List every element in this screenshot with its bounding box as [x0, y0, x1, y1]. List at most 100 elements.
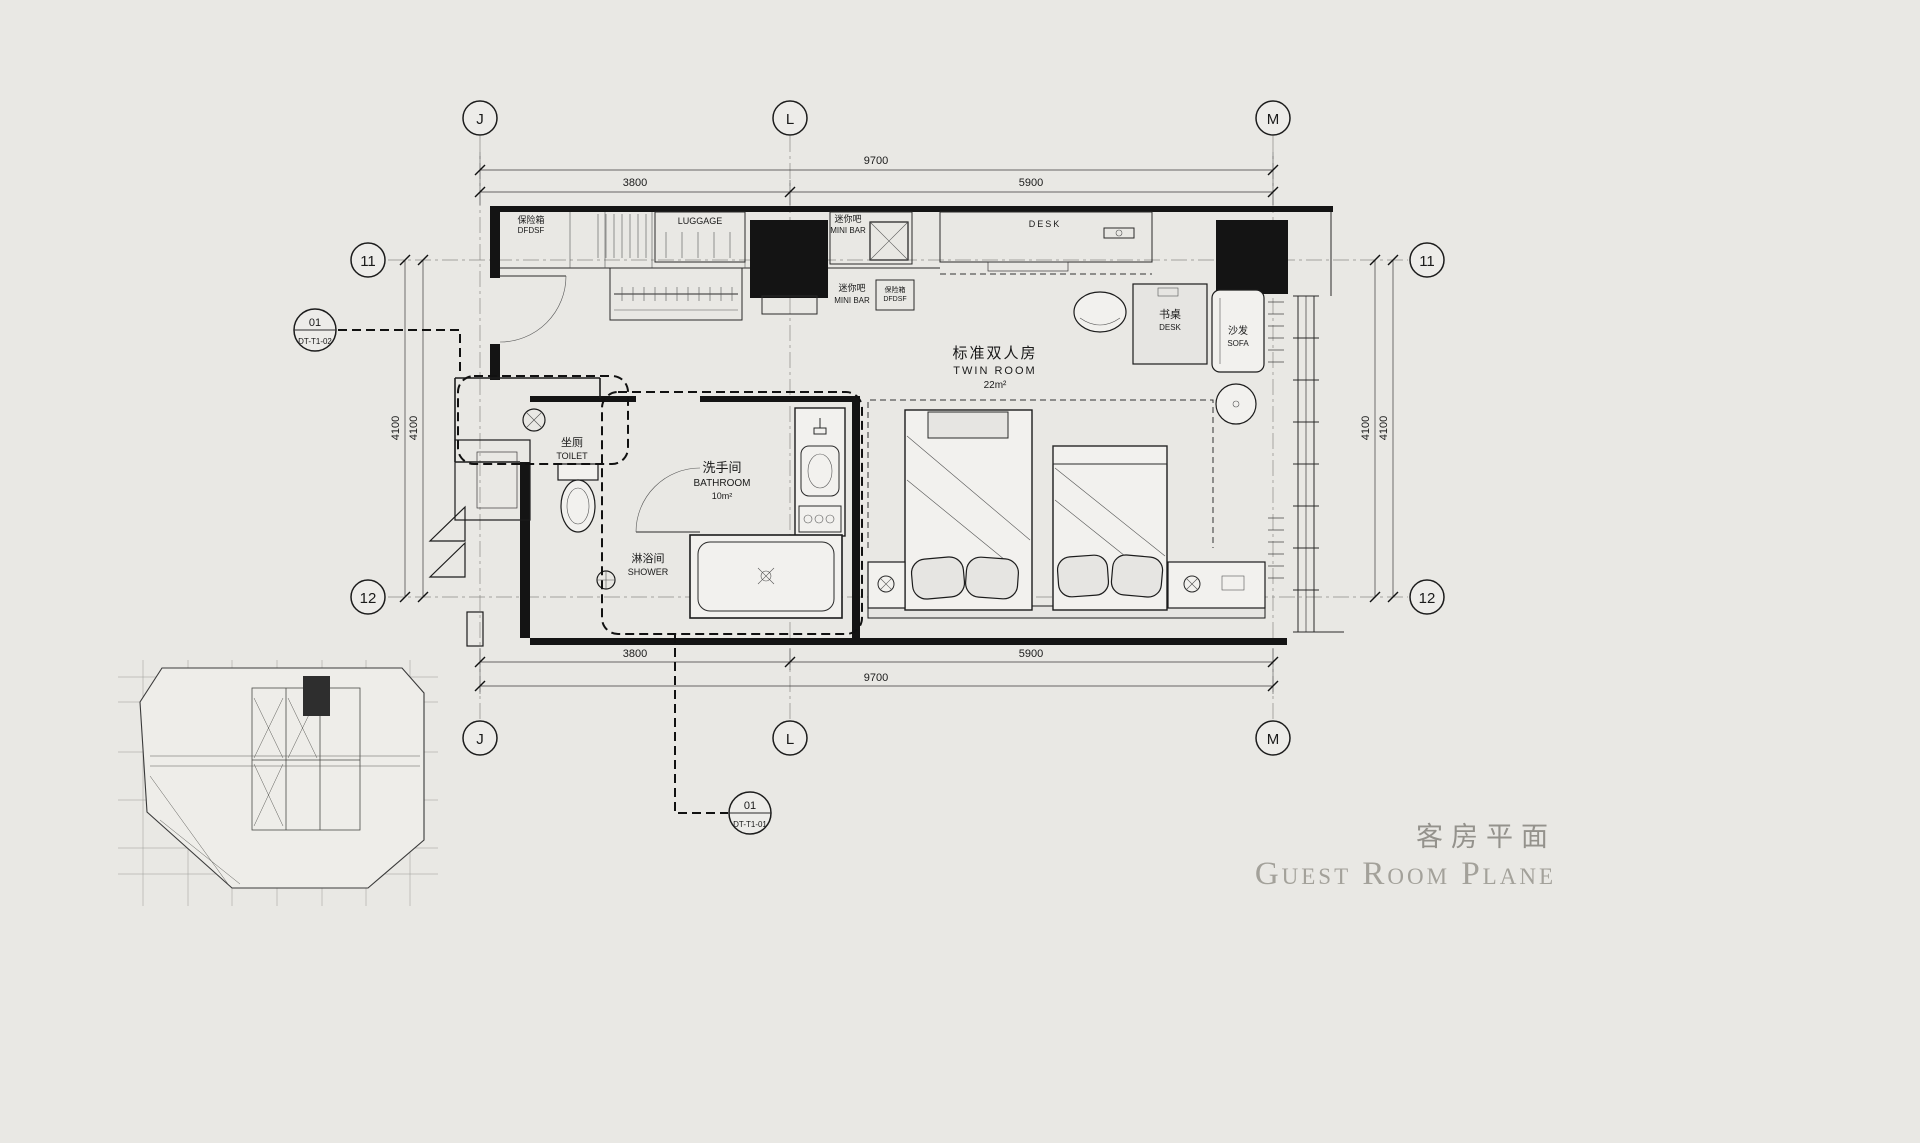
- dim-total-bottom: 9700: [864, 672, 888, 684]
- sofa-label-en: SOFA: [1227, 339, 1249, 348]
- dim-left-top: 3800: [623, 177, 647, 189]
- hanger-rod: [597, 214, 647, 258]
- bed-1: [904, 409, 1033, 611]
- bathroom-label-cn: 洗手间: [702, 460, 741, 475]
- grid-marker-M-top: M: [1255, 100, 1291, 136]
- tub-drain-icon: [760, 570, 772, 582]
- floor-drain-icon: [522, 408, 546, 432]
- callout-tag-1-ref: DT-T1-02: [298, 337, 332, 346]
- corridor-door-leaf-2: [428, 541, 466, 578]
- desk-chair: [1073, 291, 1127, 333]
- toilet-label-cn: 坐厕: [561, 436, 583, 449]
- title-block: 客房平面 Guest Room Plane: [1255, 822, 1556, 892]
- dim-height-left-1: 4100: [390, 416, 402, 440]
- writing-desk-label-cn: 书桌: [1159, 308, 1181, 321]
- dim-height-left-2: 4100: [408, 416, 420, 440]
- grid-label-J-top: J: [476, 111, 484, 128]
- sheet-title-cn: 客房平面: [1416, 822, 1556, 852]
- console: [761, 295, 818, 315]
- grid-marker-L-top: L: [772, 100, 808, 136]
- twin-room-label-en: TWIN ROOM: [953, 365, 1036, 377]
- callout-tag-1-num: 01: [309, 317, 321, 329]
- grid-markers: J L M J L M 11 11: [350, 100, 1445, 756]
- shower-area: 淋浴间 SHOWER: [596, 552, 669, 590]
- curtain-coil-bottom: [1268, 517, 1284, 579]
- pillow: [1110, 554, 1164, 598]
- bed-2: [1052, 445, 1168, 611]
- wardrobe: [609, 267, 743, 321]
- safe-label-cn: 保险箱: [517, 214, 544, 225]
- callout-tag-2-ref: DT-T1-01: [733, 820, 767, 829]
- grid-label-11-left: 11: [360, 253, 376, 270]
- bathroom: 洗手间 BATHROOM 10m² 淋浴间 SHOWER: [522, 407, 846, 619]
- grid-label-12-left: 12: [360, 590, 377, 607]
- key-plan: [118, 660, 438, 906]
- dim-right-bottom: 5900: [1019, 648, 1043, 660]
- callout-tag-1: 01 DT-T1-02: [293, 308, 337, 352]
- toilet-bowl: [560, 479, 596, 533]
- bathroom-label-en: BATHROOM: [693, 478, 750, 489]
- dim-left-bottom: 3800: [623, 648, 647, 660]
- curtain-coil-top: [1268, 301, 1284, 363]
- grid-marker-M-bottom: M: [1255, 720, 1291, 756]
- lamp-icon: [1183, 575, 1201, 593]
- shower-label-cn: 淋浴间: [632, 552, 665, 565]
- vanity-sink: [794, 407, 846, 537]
- pillow: [1056, 554, 1110, 598]
- minibar-top-label-en: MINI BAR: [830, 226, 866, 235]
- side-table: [1215, 383, 1257, 425]
- grid-marker-11-left: 11: [350, 242, 386, 278]
- desk-area: 书桌 DESK 沙发 SOFA: [1073, 283, 1265, 425]
- grid-marker-12-right: 12: [1409, 579, 1445, 615]
- walls: [428, 206, 1333, 647]
- sheet-title-en: Guest Room Plane: [1255, 856, 1556, 892]
- grid-marker-J-bottom: J: [462, 720, 498, 756]
- safe-lower-box: [875, 279, 915, 311]
- grid-label-12-right: 12: [1419, 590, 1436, 607]
- sofa: 沙发 SOFA: [1211, 289, 1265, 373]
- grid-label-J-bottom: J: [476, 731, 484, 748]
- writing-desk: 书桌 DESK: [1132, 283, 1208, 365]
- key-plan-outline: [139, 667, 425, 889]
- grid-marker-J-top: J: [462, 100, 498, 136]
- grid-label-L-top: L: [786, 111, 794, 128]
- beds: [867, 399, 1266, 619]
- minibar-lower-label-en: MINI BAR: [834, 296, 870, 305]
- shower-label-en: SHOWER: [628, 567, 669, 577]
- window-wall: [1268, 295, 1344, 633]
- nightstand-left: [867, 561, 906, 609]
- dimensions-bottom: 3800 5900 9700: [474, 648, 1279, 694]
- twin-room-label: 标准双人房 TWIN ROOM 22m²: [952, 345, 1036, 391]
- grid-label-11-right: 11: [1419, 253, 1435, 270]
- safe-top: 保险箱 DFDSF: [517, 214, 544, 235]
- dim-height-right-2: 4100: [1378, 416, 1390, 440]
- grid-label-M-top: M: [1267, 111, 1280, 128]
- detail-callouts: 01 DT-T1-02 01 DT-T1-01: [293, 308, 863, 835]
- minibar-fridge-icon: [869, 221, 909, 261]
- entry-door: [499, 275, 567, 343]
- grid-marker-L-bottom: L: [772, 720, 808, 756]
- corridor-door-leaf-1: [428, 505, 466, 542]
- minibar-top: 迷你吧 MINI BAR: [829, 211, 913, 265]
- safe-lower-label-cn: 保险箱: [885, 285, 906, 294]
- minibar-lower: 迷你吧 MINI BAR 保险箱 DFDSF: [834, 279, 915, 311]
- bathroom-area: 10m²: [712, 491, 733, 501]
- minibar-top-label-cn: 迷你吧: [834, 213, 861, 224]
- lamp-icon: [877, 575, 895, 593]
- bathtub: [689, 534, 843, 619]
- luggage-label: LUGGAGE: [678, 216, 723, 226]
- dimensions-left: 4100 4100: [390, 254, 429, 603]
- writing-desk-label-en: DESK: [1159, 323, 1181, 332]
- grid-marker-11-right: 11: [1409, 242, 1445, 278]
- grid-label-L-bottom: L: [786, 731, 794, 748]
- dim-total-top: 9700: [864, 155, 888, 167]
- safe-lower-label-code: DFDSF: [883, 296, 906, 303]
- column-right: [1216, 220, 1288, 294]
- nightstand-right: [1167, 561, 1266, 609]
- desk-counter-label: DESK: [1029, 219, 1062, 229]
- dim-right-top: 5900: [1019, 177, 1043, 189]
- closet-band: 保险箱 DFDSF LUGGAGE 迷你吧 MINI BAR: [517, 211, 1153, 275]
- dimensions-top: 9700 3800 5900: [474, 152, 1279, 205]
- grid-marker-12-left: 12: [350, 579, 386, 615]
